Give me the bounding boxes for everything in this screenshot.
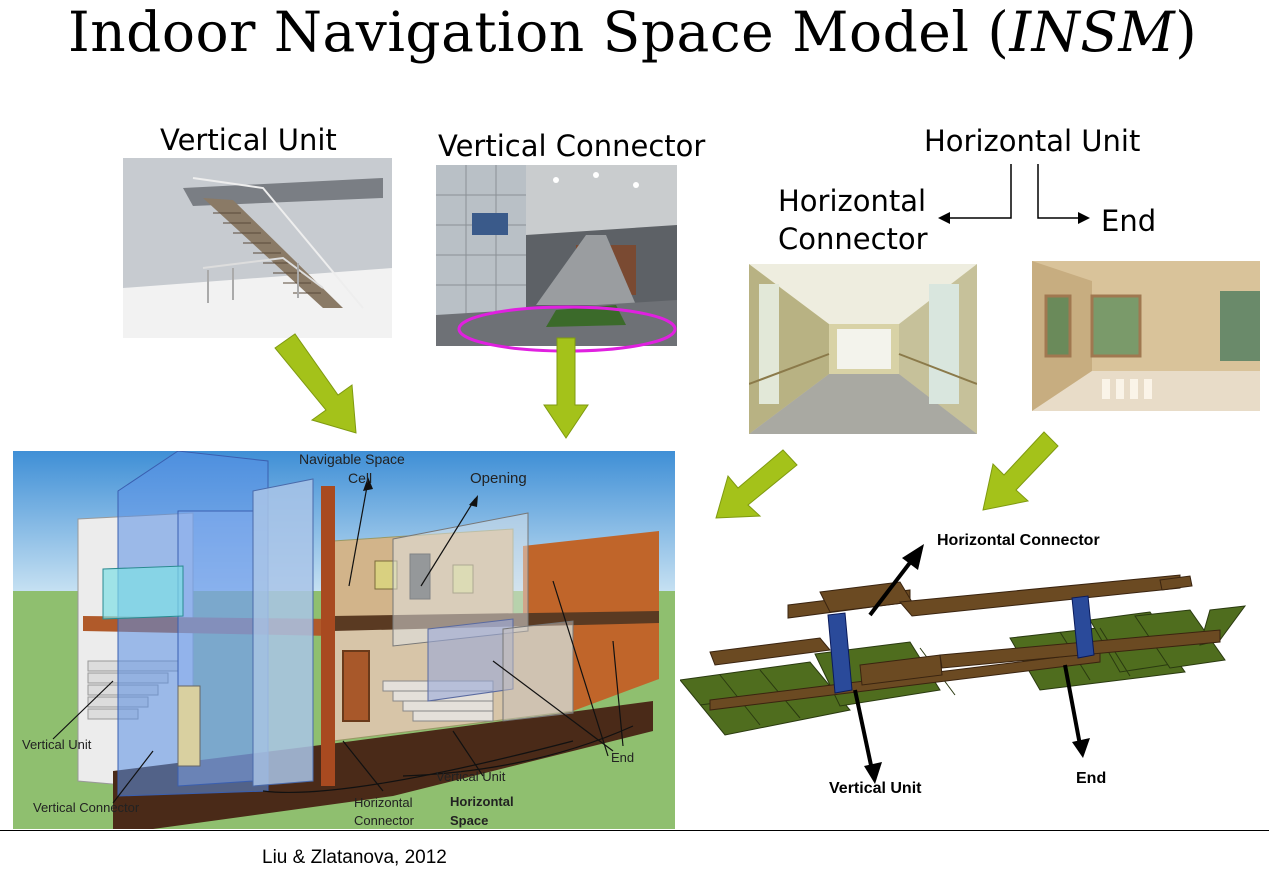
empty-room-image (1032, 261, 1260, 411)
corridor-image (749, 264, 977, 434)
left-horizontal-connector-label-2: Connector (354, 813, 414, 828)
footer-divider (0, 830, 1269, 831)
horizontal-connector-label-2: Connector (778, 222, 928, 256)
left-horizontal-space-label-1: Horizontal (450, 794, 514, 809)
right-end-label: End (1076, 770, 1107, 787)
page-title: Indoor Navigation Space Model (INSM) (68, 0, 1198, 64)
navigable-space-label-1: Navigable Space (299, 451, 405, 467)
right-horizontal-connector-label: Horizontal Connector (937, 532, 1100, 549)
arrow-vertical-connector (543, 337, 589, 439)
vertical-connector-label: Vertical Connector (438, 129, 706, 163)
left-vertical-connector-label: Vertical Connector (33, 800, 140, 815)
arrow-end (982, 431, 1059, 511)
horizontal-unit-label: Horizontal Unit (924, 124, 1141, 158)
branch-arrows (938, 164, 1090, 224)
right-vertical-unit-label: Vertical Unit (829, 780, 922, 797)
floor-plan-3d-diagram (680, 544, 1247, 784)
left-horizontal-connector-label-1: Horizontal (354, 795, 413, 810)
citation: Liu & Zlatanova, 2012 (262, 847, 447, 868)
left-vertical-unit-mid-label: Vertical Unit (436, 769, 506, 784)
left-end-label: End (611, 750, 635, 765)
opening-label: Opening (470, 470, 527, 487)
arrow-vertical-unit (274, 333, 357, 434)
atrium-stairs-image (436, 165, 677, 346)
left-horizontal-space-label-2: Space (450, 813, 489, 828)
vertical-unit-label: Vertical Unit (160, 123, 337, 157)
horizontal-connector-label-1: Horizontal (778, 184, 927, 218)
end-label: End (1101, 204, 1157, 238)
building-3d-diagram (13, 451, 675, 829)
staircase-render-image (123, 158, 392, 338)
arrow-horizontal-connector (715, 449, 798, 519)
navigable-space-label-2: Cell (348, 470, 373, 486)
left-vertical-unit-label: Vertical Unit (22, 737, 92, 752)
